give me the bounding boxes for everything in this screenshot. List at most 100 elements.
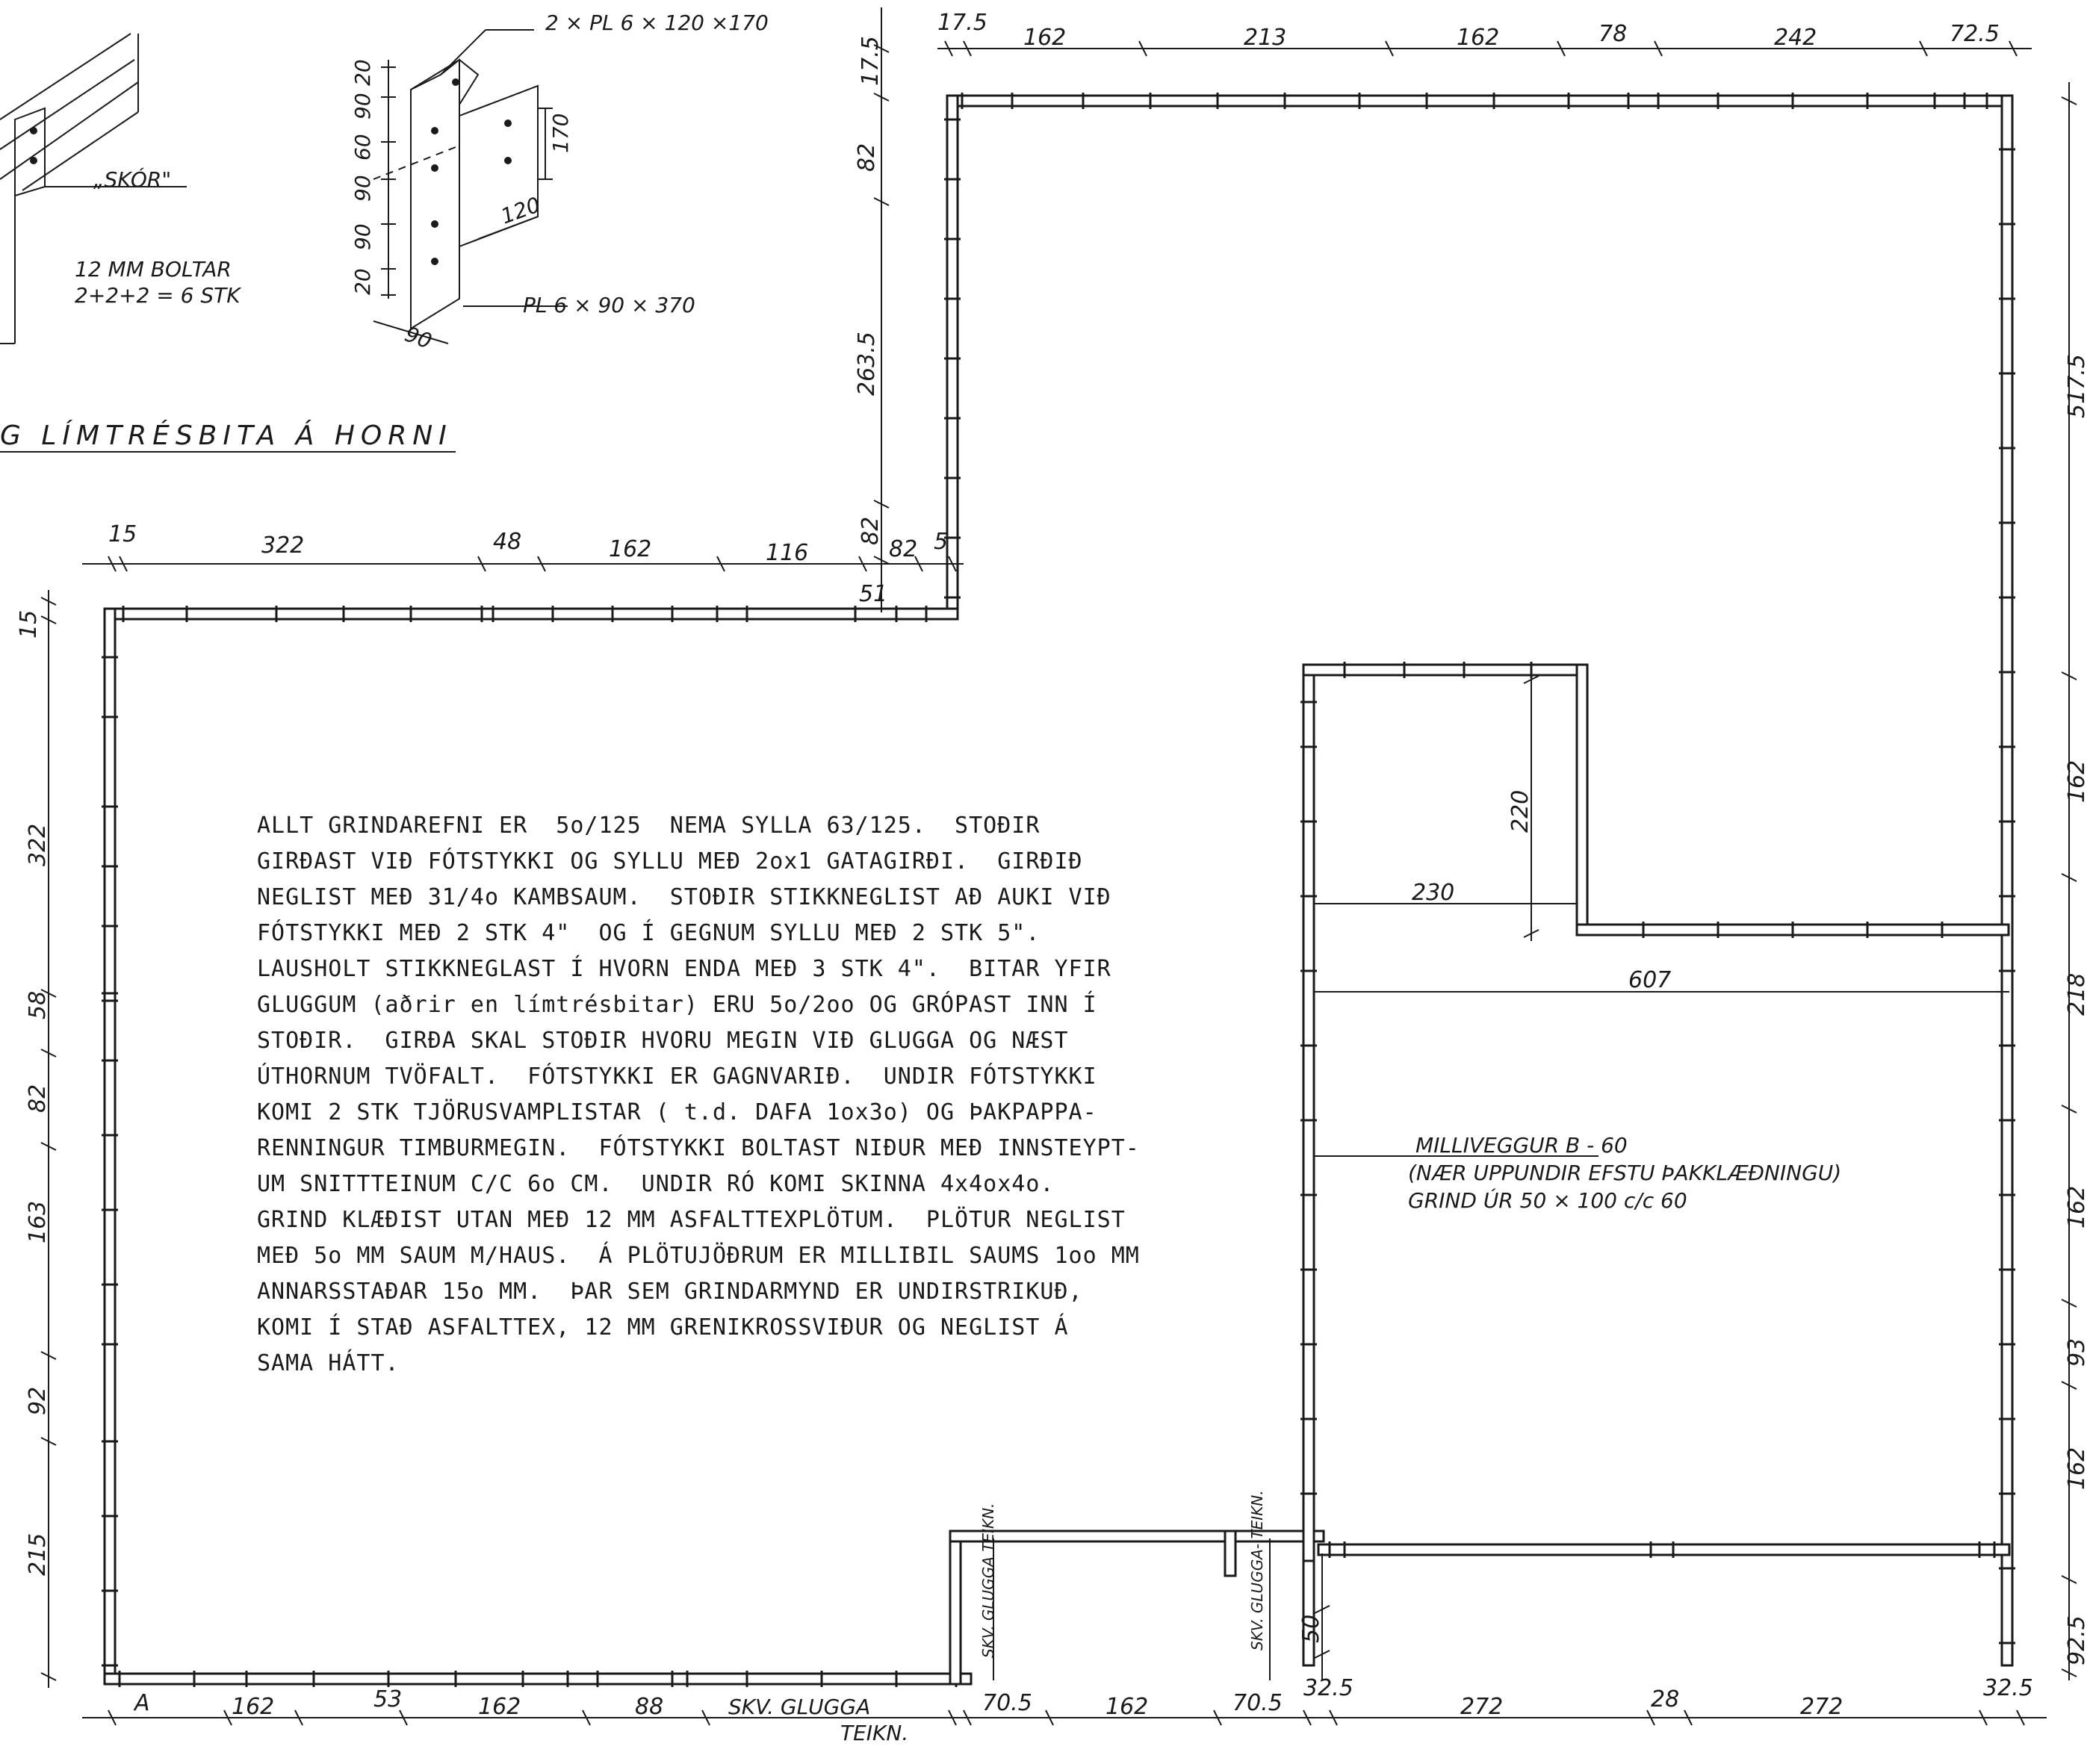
dim-bottom-r7: 32.5: [1983, 1675, 2033, 1701]
dim-right-0: 517.5: [2064, 354, 2090, 418]
wall-bottom-right: [1317, 1541, 2011, 1558]
wall-upper-top: [946, 93, 2009, 109]
dim-mid-4: 116: [766, 540, 808, 566]
skor-label: „SKÓR": [93, 167, 171, 192]
dim-right-2: 218: [2064, 973, 2090, 1016]
dim-left-1: 322: [25, 824, 51, 866]
note-line: KOMI Í STAÐ ASFALTTEX, 12 MM GRENIKROSSV…: [257, 1314, 1069, 1341]
dim-right-5: 162: [2064, 1447, 2090, 1490]
dim-bottom-r6: 272: [1800, 1694, 1843, 1720]
wall-mid-top: [103, 606, 959, 622]
dim-top-0: 17.5: [937, 10, 987, 36]
wall-left-outer: [102, 607, 118, 1686]
dim-line-left: [40, 590, 57, 1688]
dim-left-0: 15: [16, 610, 42, 639]
note-line: SAMA HÁTT.: [257, 1350, 400, 1376]
dim-50: 50: [1298, 1615, 1324, 1643]
dim-bottom-a: A: [133, 1690, 150, 1716]
note-line: NEGLIST MEÐ 31/4o KAMBSAUM. STOÐIR STIKK…: [257, 884, 1111, 910]
dim-left-2: 58: [25, 991, 51, 1019]
dim-mid-2: 48: [493, 529, 521, 555]
steel-plate-detail: [373, 29, 568, 344]
plate-dim-170: 170: [548, 114, 573, 153]
dim-line-right: [2061, 82, 2077, 1680]
dim-right-1: 162: [2064, 760, 2090, 803]
wall-window-recess: [949, 1529, 1325, 1686]
dim-bottom-3: 162: [478, 1694, 521, 1720]
dim-line-bottom: [82, 1709, 2047, 1726]
dim-bottom-r2: 70.5: [1232, 1690, 1283, 1716]
dim-top-1: 162: [1023, 25, 1066, 51]
dim-line-50: [1314, 1553, 1330, 1680]
dim-mid-1: 322: [261, 532, 304, 559]
bolts-label-2: 2+2+2 = 6 STK: [75, 283, 242, 308]
dim-top-4: 78: [1598, 21, 1627, 47]
dim-bottom-r5: 28: [1651, 1686, 1679, 1712]
plate-bottom-label: PL 6 × 90 × 370: [523, 293, 695, 317]
dim-left-3: 82: [25, 1084, 51, 1113]
dim-lu-0: 17.5: [858, 36, 884, 86]
dim-right-6: 92.5: [2064, 1615, 2090, 1665]
dim-bottom-r3: 32.5: [1303, 1675, 1353, 1701]
construction-notes: ALLT GRINDAREFNI ER 5o/125 NEMA SYLLA 63…: [257, 808, 1228, 1382]
wall-right-outer: [1999, 94, 2015, 1667]
wall-bottom-left: [103, 1671, 973, 1687]
window-note-2: SKV. GLUGGA- TEIKN.: [1248, 1490, 1266, 1650]
note-line: ÚTHORNUM TVÖFALT. FÓTSTYKKI ER GAGNVARIÐ…: [257, 1063, 1097, 1090]
bolts-label-1: 12 MM BOLTAR: [75, 257, 232, 282]
note-line: RENNINGUR TIMBURMEGIN. FÓTSTYKKI BOLTAST…: [257, 1135, 1140, 1161]
dim-lu-3: 82: [858, 517, 884, 545]
dim-left-6: 215: [25, 1533, 51, 1576]
dim-top-2: 213: [1244, 25, 1286, 51]
milliveggur-line-3: GRIND ÚR 50 × 100 c/c 60: [1408, 1187, 1687, 1213]
dim-top-5: 242: [1774, 25, 1817, 51]
note-line: FÓTSTYKKI MEÐ 2 STK 4" OG Í GEGNUM SYLLU…: [257, 920, 1041, 946]
dim-bottom-r4: 272: [1460, 1694, 1503, 1720]
note-line: GIRÐAST VIÐ FÓTSTYKKI OG SYLLU MEÐ 2ox1 …: [257, 848, 1083, 875]
note-line: ANNARSSTAÐAR 15o MM. ÞAR SEM GRINDARMYND…: [257, 1279, 1083, 1305]
note-line: MEÐ 5o MM SAUM M/HAUS. Á PLÖTUJÖÐRUM ER …: [257, 1243, 1140, 1269]
dim-right-4: 93: [2064, 1338, 2090, 1367]
note-line: UM SNITTTEINUM C/C 6o CM. UNDIR RÓ KOMI …: [257, 1171, 1055, 1197]
plate-dim-20b: 20: [350, 268, 375, 295]
dim-mid-0: 15: [108, 521, 137, 547]
note-line: KOMI 2 STK TJÖRUSVAMPLISTAR ( t.d. DAFA …: [257, 1099, 1097, 1125]
dim-607: 607: [1628, 967, 1671, 993]
plate-dim-90a: 90: [350, 93, 375, 119]
plate-dim-60: 60: [350, 134, 375, 161]
dim-left-5: 92: [25, 1387, 51, 1415]
plate-top-label: 2 × PL 6 × 120 ×170: [545, 10, 769, 35]
dim-left-4: 163: [25, 1201, 51, 1243]
note-line: GLUGGUM (aðrir en límtrésbitar) ERU 5o/2…: [257, 992, 1097, 1018]
dim-bottom-2: 53: [373, 1686, 402, 1712]
dim-bottom-r0: 70.5: [982, 1690, 1032, 1716]
note-line: STOÐIR. GIRÐA SKAL STOÐIR HVORU MEGIN VI…: [257, 1028, 1069, 1054]
beam-detail-drawing: [0, 33, 187, 344]
dim-top-3: 162: [1457, 25, 1499, 51]
note-line: ALLT GRINDAREFNI ER 5o/125 NEMA SYLLA 63…: [257, 813, 1041, 839]
plate-dim-90b: 90: [350, 175, 375, 202]
dim-mid-3: 162: [609, 536, 651, 562]
window-note-1: SKV. GLUGGA TEIKN.: [979, 1503, 997, 1658]
dim-220: 220: [1507, 790, 1534, 833]
dim-line-mid: [82, 556, 964, 572]
note-line: LAUSHOLT STIKKNEGLAST Í HVORN ENDA MEÐ 3…: [257, 956, 1111, 982]
dim-bottom-teikn: TEIKN.: [840, 1721, 908, 1745]
note-line: GRIND KLÆÐIST UTAN MEÐ 12 MM ASFALTTEXPL…: [257, 1207, 1126, 1233]
detail-heading: G LÍMTRÉSBITA Á HORNI: [0, 420, 453, 451]
dim-top-6: 72.5: [1950, 21, 2000, 47]
dim-230: 230: [1412, 880, 1454, 906]
dim-mid-6: 82: [889, 536, 917, 562]
dim-bottom-r1: 162: [1106, 1694, 1148, 1720]
dim-line-left-upper: [873, 7, 890, 612]
dim-line-top: [937, 40, 2032, 57]
dim-right-3: 162: [2064, 1186, 2090, 1229]
dim-bottom-skv: SKV. GLUGGA: [728, 1695, 870, 1719]
plate-dim-90c: 90: [350, 223, 375, 250]
plate-dim-20a: 20: [350, 59, 375, 86]
dim-bottom-1: 162: [232, 1694, 274, 1720]
dim-lu-2: 263.5: [854, 332, 880, 396]
milliveggur-line-2: (NÆR UPPUNDIR EFSTU ÞAKKLÆÐNINGU): [1408, 1161, 1841, 1185]
dim-mid-7: 5: [934, 529, 948, 555]
